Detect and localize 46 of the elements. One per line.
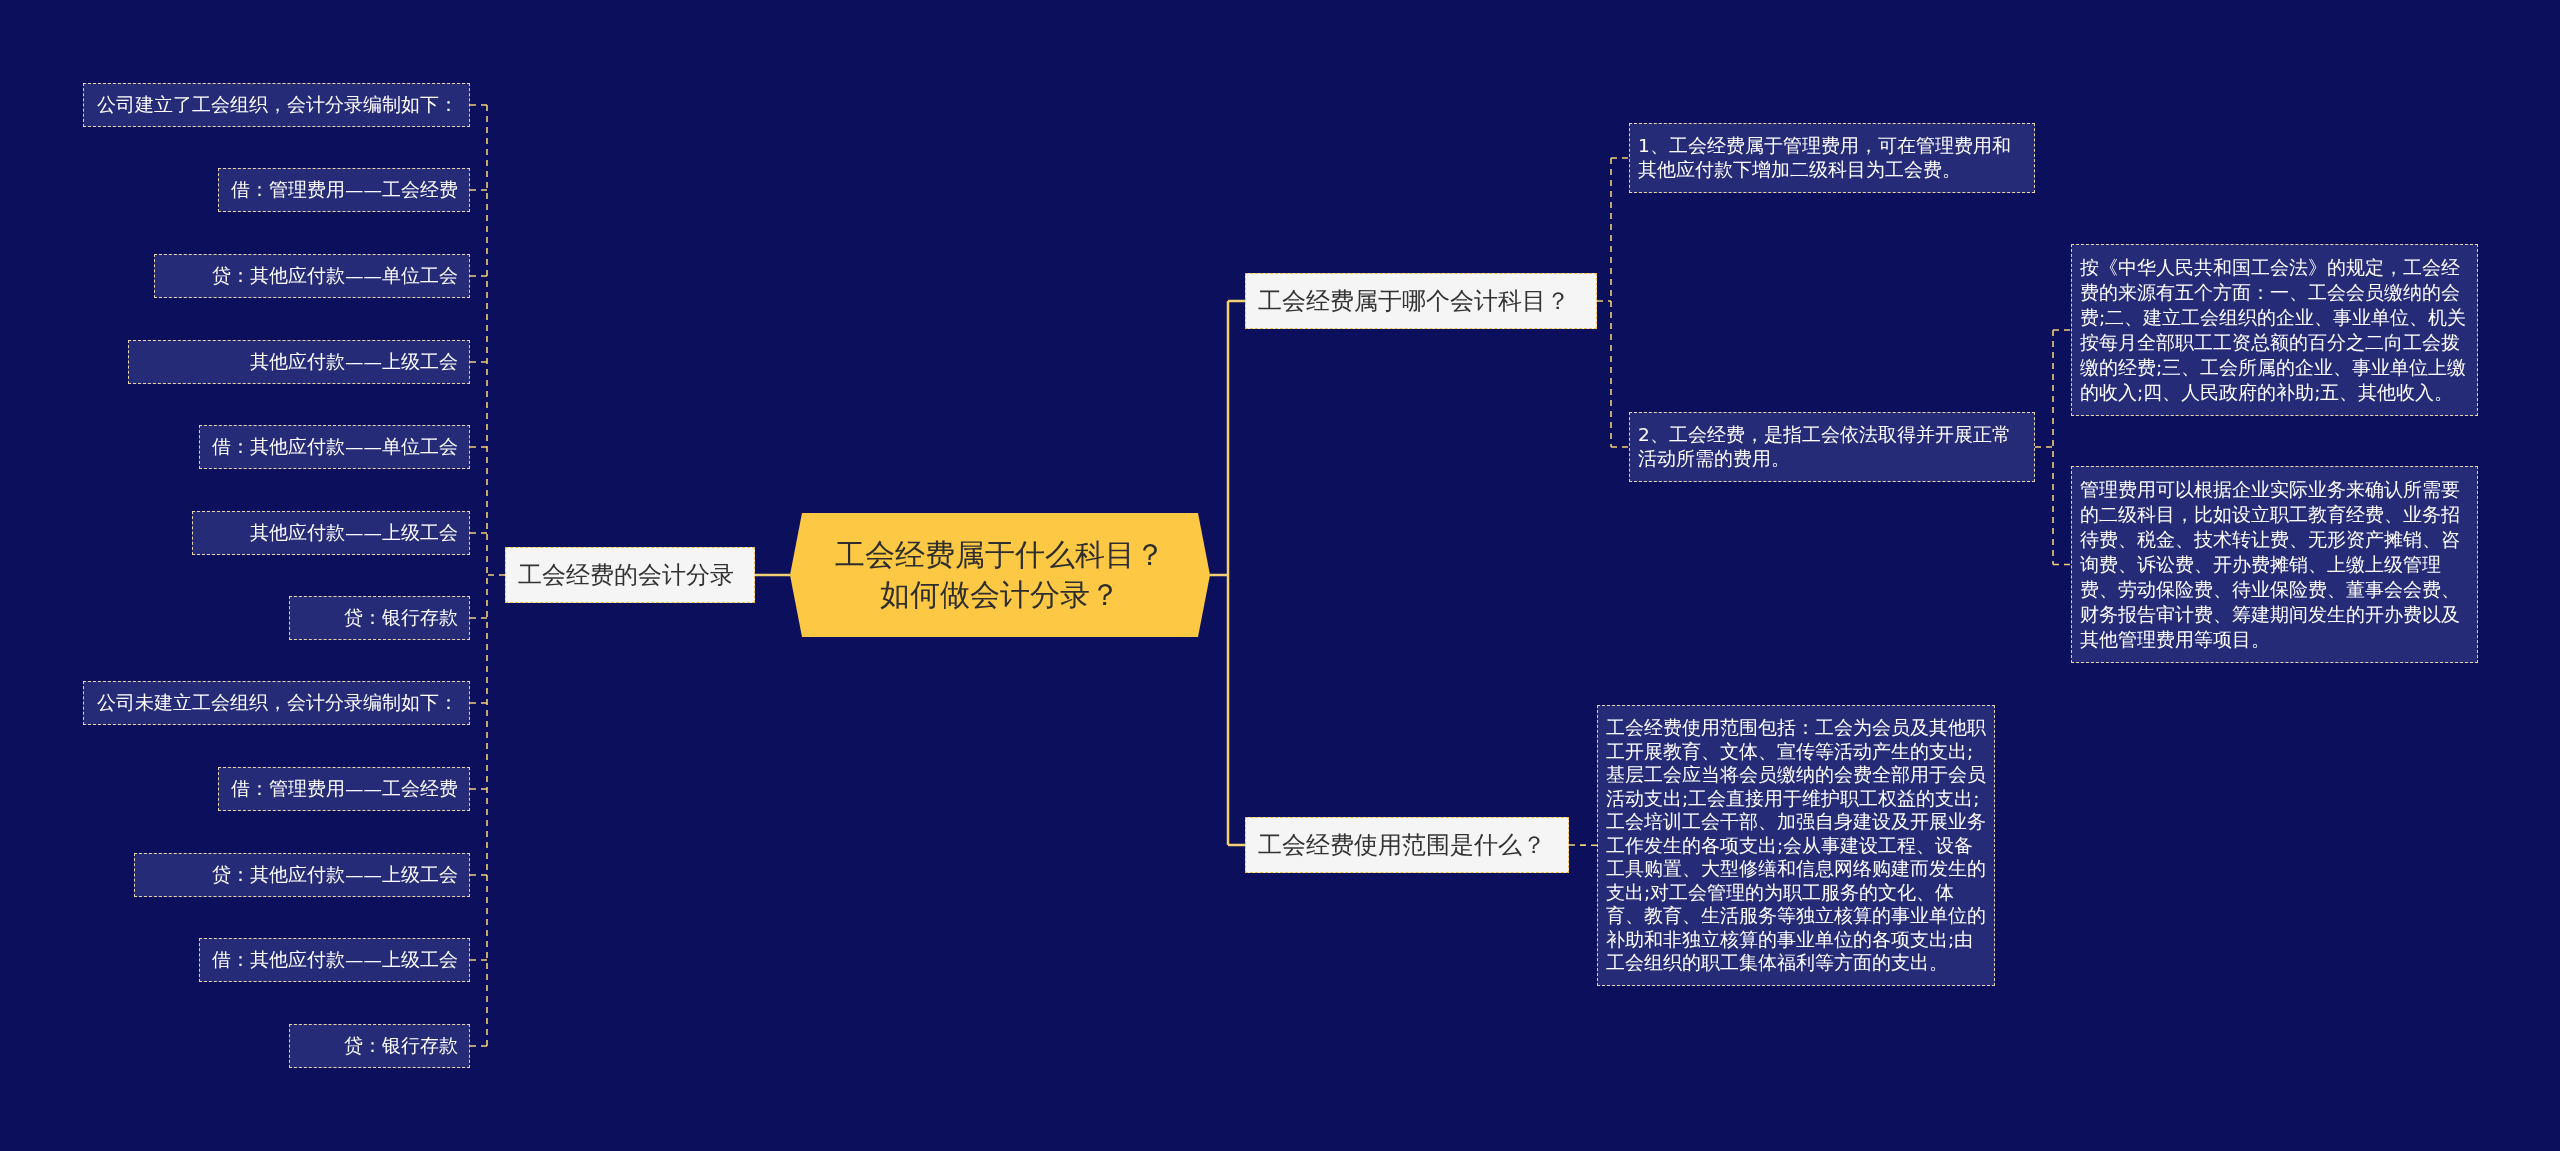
note-text: 1、工会经费属于管理费用，可在管理费用和其他应付款下增加二级科目为工会费。 — [1638, 134, 2012, 182]
topic-text: 工会经费的会计分录 — [518, 560, 734, 590]
connector-line — [755, 573, 790, 577]
note-text: 借：管理费用——工会经费 — [231, 178, 458, 202]
note-text: 借：其他应付款——上级工会 — [212, 948, 458, 972]
note-text: 借：其他应付款——单位工会 — [212, 435, 458, 459]
note-text: 贷：银行存款 — [344, 1034, 458, 1058]
note-text: 管理费用可以根据企业实际业务来确认所需要的二级科目，比如设立职工教育经费、业务招待费、税金、技术转让费、无形资产摊销、咨询费、诉讼费、开办费摊销、上缴上级管理费、劳动保险费、待业保险费、董事会会费、财务报告审计费、筹建期间发生的开办费以及其他管理费用等项目。 — [2080, 478, 2461, 652]
connector-line — [1568, 844, 1598, 847]
note-box — [1629, 123, 2035, 193]
note-box — [289, 596, 470, 640]
note-box — [128, 340, 470, 384]
topic-text: 工会经费属于什么科目？如何做会计分录？ — [834, 536, 1166, 614]
note-text: 借：管理费用——工会经费 — [231, 777, 458, 801]
note-text: 其他应付款——上级工会 — [250, 521, 458, 545]
note-text: 贷：其他应付款——单位工会 — [212, 264, 458, 288]
topic-text: 工会经费属于哪个会计科目？ — [1258, 286, 1570, 316]
note-text: 按《中华人民共和国工会法》的规定，工会经费的来源有五个方面：一、工会会员缴纳的会费;二、建立工会组织的企业、事业单位、机关按每月全部职工工资总额的百分之二向工会拨缴的经费;三、工会所属的企业、事业单位上缴的收入;四、人民政府的补助;五、其他收入。 — [2080, 256, 2468, 405]
note-box — [218, 767, 470, 811]
note-box — [2071, 244, 2478, 416]
note-box — [83, 83, 470, 127]
topic-text: 工会经费使用范围是什么？ — [1258, 830, 1546, 860]
topic-box — [505, 547, 755, 603]
note-text: 公司建立了工会组织，会计分录编制如下： — [97, 93, 458, 117]
connector-line — [1596, 157, 1630, 448]
note-text: 公司未建立工会组织，会计分录编制如下： — [97, 691, 458, 715]
note-text: 其他应付款——上级工会 — [250, 350, 458, 374]
note-box — [134, 853, 470, 897]
note-box — [2071, 466, 2478, 663]
note-box — [199, 425, 470, 469]
note-box — [199, 938, 470, 982]
connector-line — [1208, 299, 1247, 847]
note-box — [192, 511, 470, 555]
note-text: 贷：其他应付款——上级工会 — [212, 863, 458, 887]
note-box — [154, 254, 470, 298]
note-text: 工会经费使用范围包括：工会为会员及其他职工开展教育、文体、宣传等活动产生的支出;基层工会应当将会员缴纳的会费全部用于会员活动支出;工会直接用于维护职工权益的支出;工会培训工会干部、加强自身建设及开展业务工作发生的各项支出;会从事建设工程、设备工具购置、大型修缮和信息网络购建而发生的支出;对工会管理的为职工服务的文化、体育、教育、生活服务等独立核算的事业单位的补助和非独立核算的事业单位的各项支出;由工会组织的职工集体福利等方面的支出。 — [1606, 716, 1986, 975]
note-text: 贷：银行存款 — [344, 606, 458, 630]
note-box — [1629, 412, 2035, 482]
connector-line — [469, 104, 506, 1047]
note-box — [289, 1024, 470, 1068]
topic-box — [1245, 817, 1569, 873]
connector-line — [2034, 329, 2072, 566]
note-box — [83, 681, 470, 725]
note-box — [218, 168, 470, 212]
topic-box — [1245, 273, 1597, 329]
note-text: 2、工会经费，是指工会依法取得并开展正常活动所需的费用。 — [1638, 423, 2012, 471]
